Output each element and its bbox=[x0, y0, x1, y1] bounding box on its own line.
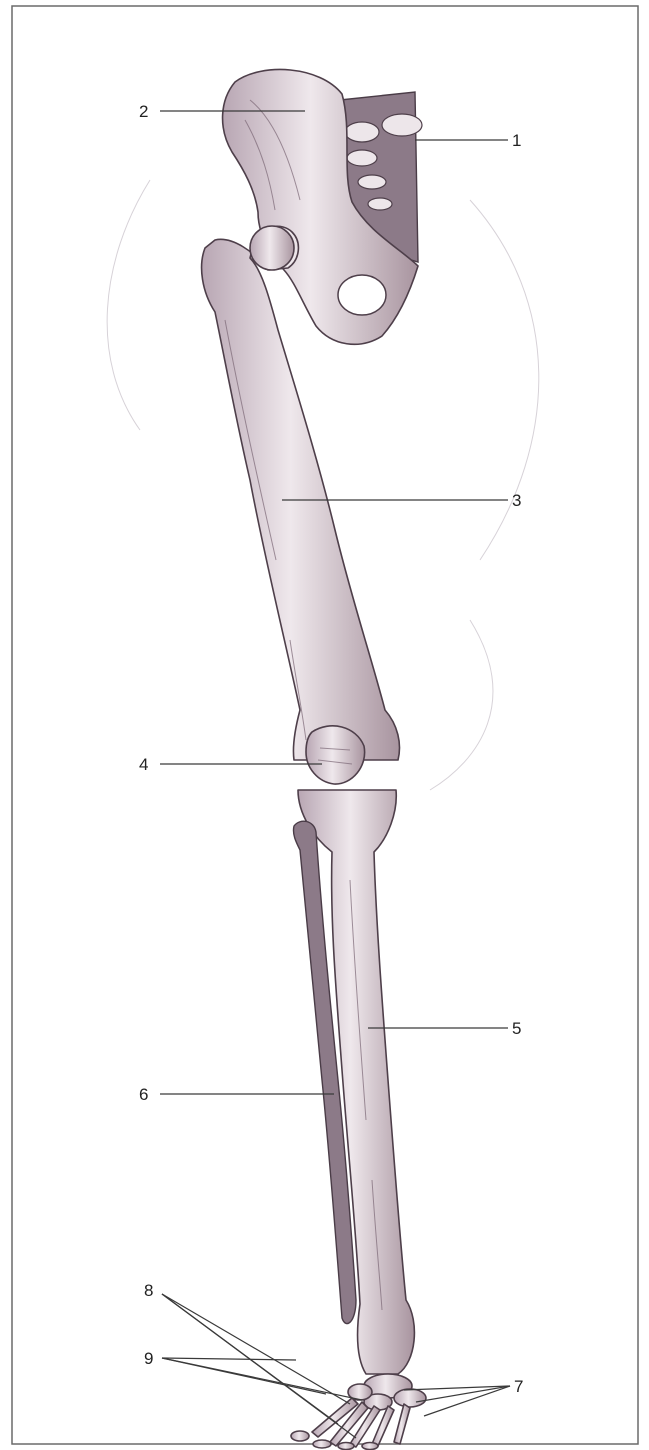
callout-8: 8 bbox=[144, 1281, 153, 1300]
femoral-head bbox=[250, 226, 294, 270]
callout-4: 4 bbox=[139, 755, 148, 774]
obturator-foramen bbox=[338, 275, 386, 315]
callout-1: 1 bbox=[512, 131, 521, 150]
callout-7: 7 bbox=[514, 1377, 523, 1396]
callout-6: 6 bbox=[139, 1085, 148, 1104]
callout-5: 5 bbox=[512, 1019, 521, 1038]
callout-9: 9 bbox=[144, 1349, 153, 1368]
callout-2: 2 bbox=[139, 102, 148, 121]
callout-3: 3 bbox=[512, 491, 521, 510]
